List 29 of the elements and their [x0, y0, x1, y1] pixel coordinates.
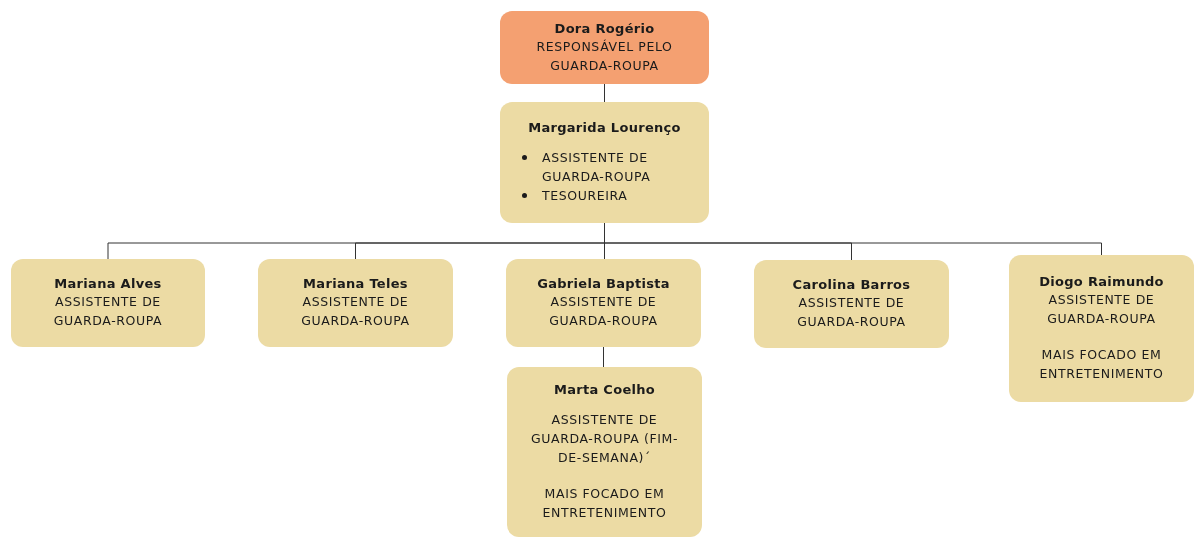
staff-card — [1009, 255, 1194, 402]
role-text: MAIS FOCADO EM ENTRETENIMENTO — [1038, 346, 1165, 383]
role-text: MAIS FOCADO EM ENTRETENIMENTO — [541, 485, 668, 522]
staff-card — [258, 259, 453, 347]
connector-line — [603, 346, 604, 368]
role-text: RESPONSÁVEL PELO GUARDA-ROUPA — [535, 37, 674, 75]
person-name: Diogo Raimundo — [1039, 274, 1164, 289]
staff-card — [507, 367, 702, 537]
staff-card — [11, 259, 205, 347]
person-name: Margarida Lourenço — [528, 120, 681, 135]
staff-card — [500, 102, 709, 223]
role-text: ASSISTENTE DE GUARDA-ROUPA — [52, 293, 164, 330]
staff-card — [506, 259, 701, 347]
role-text: ASSISTENTE DE GUARDA-ROUPA — [1046, 291, 1157, 328]
person-name: Marta Coelho — [553, 382, 656, 397]
role-text: ASSISTENTE DE GUARDA-ROUPA — [542, 149, 652, 186]
person-name: Dora Rogério — [554, 20, 655, 36]
role-text: TESOUREIRA — [542, 187, 628, 205]
person-name: Gabriela Baptista — [537, 276, 670, 291]
role-text: ASSISTENTE DE GUARDA-ROUPA — [796, 294, 907, 331]
person-name: Mariana Alves — [54, 276, 162, 291]
person-name: Mariana Teles — [303, 276, 408, 291]
connector-line — [604, 83, 605, 103]
role-text: ASSISTENTE DE GUARDA-ROUPA (FIM-DE-SEMANA)´ — [529, 411, 680, 467]
role-text: ASSISTENTE DE GUARDA-ROUPA — [548, 293, 659, 330]
role-text: ASSISTENTE DE GUARDA-ROUPA — [300, 293, 411, 330]
person-name: Carolina Barros — [792, 277, 911, 292]
staff-card — [754, 260, 949, 348]
manager-card — [500, 11, 709, 84]
